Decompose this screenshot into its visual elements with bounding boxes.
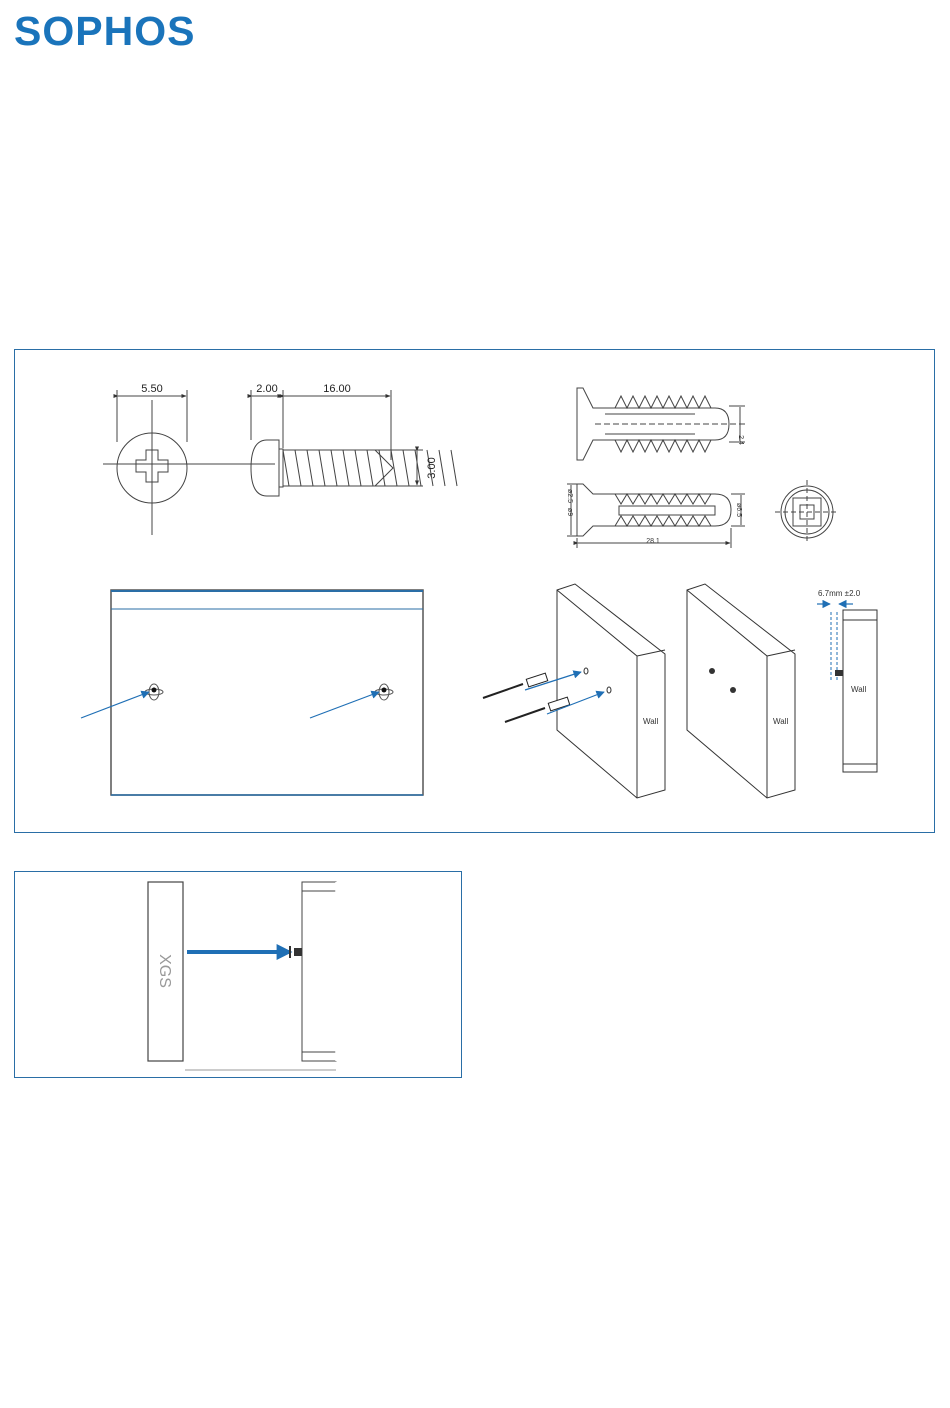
anchor-tip-diameter-label: 2.4 bbox=[737, 435, 744, 445]
mounting-figure: 5.50 2.00 16.00 3.00 bbox=[15, 350, 936, 834]
anchor-length-label: 28.1 bbox=[646, 538, 660, 545]
wall-label-3: Wall bbox=[851, 685, 866, 694]
wall-step-screws bbox=[687, 584, 795, 798]
screw-head-diameter-label: 5.50 bbox=[141, 383, 162, 395]
anchor-end-view bbox=[775, 480, 839, 544]
screw-thread-diameter-label: 3.00 bbox=[426, 457, 438, 478]
anchor-inner-diameter-label: ø2.5 bbox=[566, 489, 573, 503]
wall-label-2: Wall bbox=[773, 717, 788, 726]
mounting-template bbox=[81, 590, 423, 795]
gap-dimension-label: 6.7mm ±2.0 bbox=[818, 589, 861, 598]
anchor-body-diameter-label: ø6.5 bbox=[735, 503, 742, 517]
wall-label-1: Wall bbox=[643, 717, 658, 726]
hang-device-figure-panel: XGS bbox=[14, 871, 462, 1078]
wall-step-anchors bbox=[483, 584, 665, 798]
mounting-figure-panel: 5.50 2.00 16.00 3.00 bbox=[14, 349, 935, 833]
wall-side-view bbox=[290, 882, 336, 1061]
anchor-side-view bbox=[577, 388, 745, 460]
screw-side-view bbox=[251, 390, 457, 496]
hang-device-figure: XGS bbox=[15, 872, 463, 1079]
anchor-flange-diameter-label: ø9 bbox=[566, 508, 573, 516]
device-label: XGS bbox=[156, 954, 173, 988]
wall-step-side-gap bbox=[817, 604, 877, 772]
screw-head-height-label: 2.00 bbox=[256, 383, 277, 395]
sophos-logo: SOPHOS bbox=[14, 8, 195, 54]
screw-top-view bbox=[103, 390, 275, 535]
screw-thread-length-label: 16.00 bbox=[323, 383, 351, 395]
